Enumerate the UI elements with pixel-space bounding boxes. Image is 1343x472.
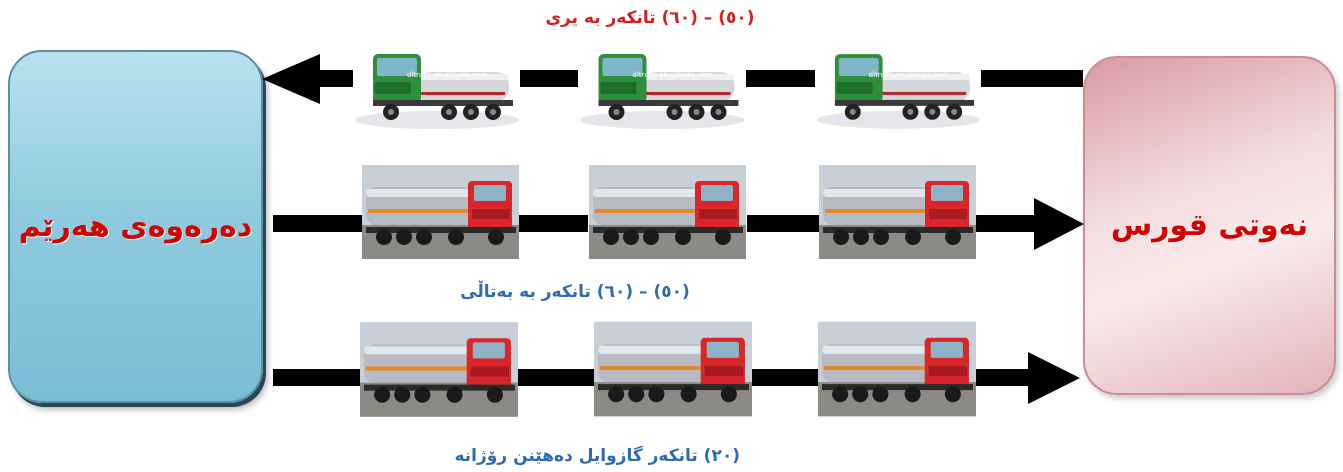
bottom-row-line-segment bbox=[273, 369, 361, 386]
middle-row-line-segment bbox=[273, 215, 363, 232]
truck-watermark: dltruck.en.alibaba.com bbox=[869, 71, 949, 79]
caption-bottom-row: (٢٠) تانکەر گازوایل دەهێنن رۆژانە bbox=[454, 446, 740, 466]
green-tanker-truck: dltruck.en.alibaba.com bbox=[578, 38, 746, 130]
bottom-row-line-segment bbox=[518, 369, 596, 386]
red-tanker-truck bbox=[588, 165, 747, 259]
caption-top-row: (٥٠) – (٦٠) تانکەر بە یری bbox=[545, 8, 755, 28]
truck-watermark: dltruck.en.alibaba.com bbox=[407, 71, 488, 79]
middle-row-line-segment bbox=[518, 215, 588, 232]
red-tanker-truck bbox=[594, 320, 752, 418]
arrowhead-left-icon bbox=[262, 54, 320, 104]
destination-label: دەرەوەی هەرێم bbox=[18, 209, 253, 244]
truck-watermark: dltruck.en.alibaba.com bbox=[633, 71, 714, 79]
source-box-heavy-oil: نەوتی قورس bbox=[1083, 56, 1336, 395]
bottom-row-line-segment bbox=[976, 369, 1030, 386]
destination-box-outside-region: دەرەوەی هەرێم bbox=[8, 50, 263, 403]
red-tanker-truck bbox=[362, 165, 519, 259]
caption-middle-row: (٥٠) – (٦٠) تانکەر بە بەتاڵی bbox=[460, 282, 690, 302]
source-label: نەوتی قورس bbox=[1110, 208, 1309, 243]
bottom-row-line-segment bbox=[752, 369, 818, 386]
green-tanker-truck: dltruck.en.alibaba.com bbox=[353, 38, 520, 130]
arrowhead-right-icon bbox=[1034, 198, 1084, 250]
red-tanker-truck bbox=[818, 320, 976, 418]
red-tanker-truck bbox=[360, 320, 518, 419]
green-tanker-truck: dltruck.en.alibaba.com bbox=[815, 38, 981, 130]
top-row-line-segment bbox=[980, 70, 1083, 87]
top-row-line-segment bbox=[746, 70, 816, 87]
middle-row-line-segment bbox=[976, 215, 1036, 232]
middle-row-line-segment bbox=[747, 215, 819, 232]
top-row-line-segment bbox=[318, 70, 356, 87]
red-tanker-truck bbox=[819, 165, 976, 259]
arrowhead-right-icon bbox=[1028, 352, 1080, 404]
top-row-line-segment bbox=[520, 70, 578, 87]
